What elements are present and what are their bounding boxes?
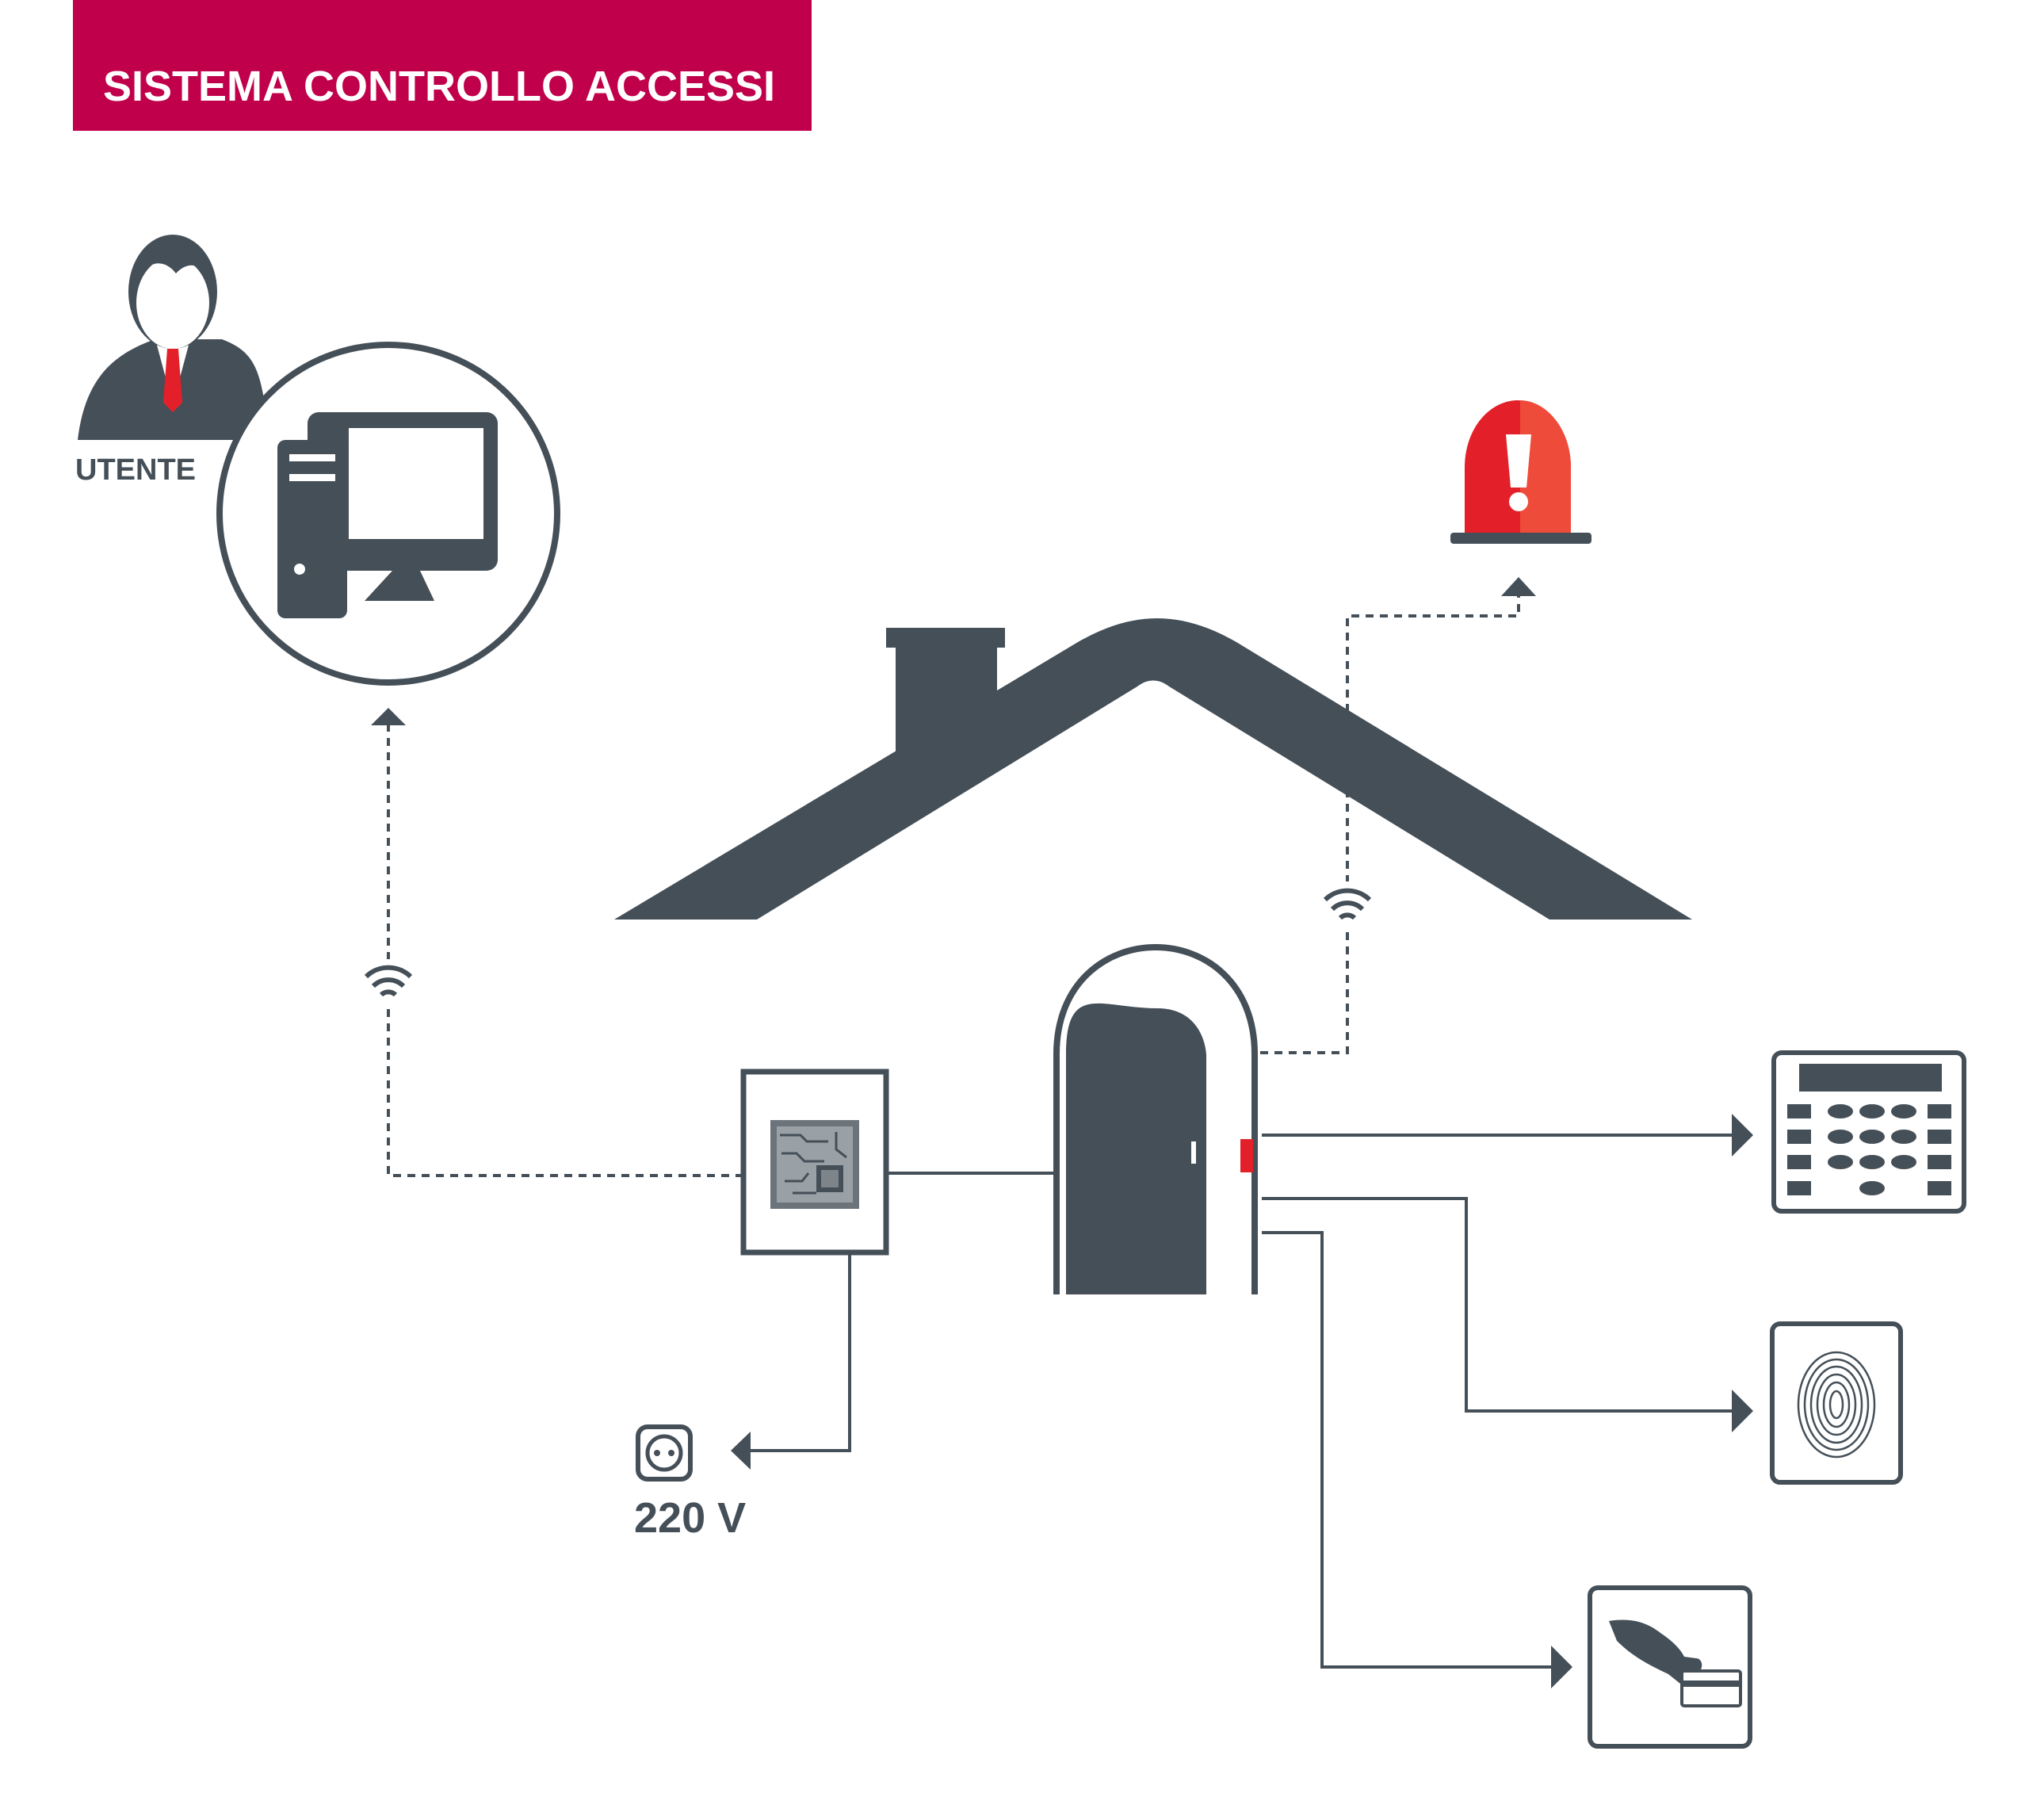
power-link	[731, 1252, 851, 1470]
door-icon	[1053, 944, 1258, 1294]
house-roof-icon	[614, 618, 1692, 920]
fingerprint-link	[1262, 1197, 1753, 1432]
keypad-link	[1262, 1114, 1753, 1157]
fingerprint-reader-icon	[1770, 1321, 1903, 1485]
door-sensor-indicator	[1240, 1139, 1253, 1172]
card-reader-icon	[1588, 1585, 1752, 1749]
wireless-link-alarm	[1260, 577, 1536, 1054]
title-banner	[73, 0, 812, 131]
alarm-beacon-icon	[1450, 400, 1591, 544]
keypad-icon	[1771, 1050, 1966, 1214]
user-label: UTENTE	[75, 453, 196, 487]
page-title: SISTEMA CONTROLLO ACCESSI	[103, 63, 776, 110]
power-label: 220 V	[634, 1494, 746, 1542]
power-socket-icon	[636, 1424, 693, 1482]
computer-icon	[216, 342, 560, 686]
user-icon	[78, 235, 269, 440]
controller-board-icon	[740, 1069, 889, 1256]
card-link	[1262, 1231, 1572, 1688]
wireless-link-computer	[363, 708, 743, 1177]
